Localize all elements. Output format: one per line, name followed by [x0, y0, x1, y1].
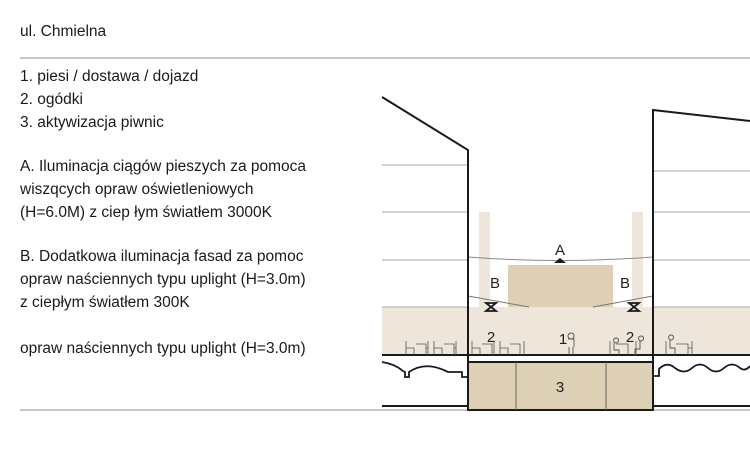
label-b-left: B — [490, 275, 500, 292]
people-icons — [567, 332, 676, 355]
floor-lines — [382, 164, 750, 308]
note-b: B. Dodatkowa iluminacja fasad za pomoc o… — [20, 245, 306, 314]
label-a: A — [555, 242, 565, 259]
basement — [467, 361, 654, 411]
vault-right — [653, 363, 750, 377]
building-right-outline — [652, 108, 750, 410]
legend-item: 2. ogódki — [20, 91, 83, 108]
street-title: ul. Chmielna — [20, 23, 107, 40]
ground-floor-band — [382, 307, 750, 355]
seated-person-icon — [668, 334, 676, 355]
building-left-outline — [381, 96, 469, 410]
pedestrian-icon — [567, 332, 575, 355]
uplight-beam-left — [479, 212, 490, 307]
note-b-line: B. Dodatkowa iluminacja fasad za pomoc — [20, 248, 304, 265]
note-b-line: z ciepłym światłem 300K — [20, 294, 190, 311]
cafe-furniture-icons — [405, 341, 693, 355]
label-b-right: B — [620, 275, 630, 292]
legend-item: 1. piesi / dostawa / dojazd — [20, 68, 199, 85]
label-zone-2-left: 2 — [487, 329, 495, 346]
uplight-beam-right — [632, 212, 643, 307]
note-c: opraw naściennych typu uplight (H=3.0m) — [20, 340, 306, 357]
uplight-fixture-left-icon — [483, 302, 499, 312]
pendant-lamp-icon — [554, 258, 566, 263]
light-ray-right — [592, 295, 654, 308]
label-zone-3: 3 — [556, 379, 564, 396]
pendant-light-area — [508, 265, 613, 307]
note-a: A. Iluminacja ciągów pieszych za pomoca … — [20, 155, 306, 224]
note-a-line: wiszqcych opraw oświetleniowych — [20, 181, 254, 198]
light-ray-left — [467, 295, 530, 308]
note-a-line: (H=6.0M) z ciep łym światłem 3000K — [20, 204, 272, 221]
note-a-line: A. Iluminacja ciągów pieszych za pomoca — [20, 158, 307, 175]
vault-left — [381, 361, 468, 378]
note-b-line: opraw naściennych typu uplight (H=3.0m) — [20, 271, 306, 288]
label-zone-2-right: 2 — [626, 329, 634, 346]
legend-list: 1. piesi / dostawa / dojazd 2. ogódki 3.… — [20, 65, 198, 134]
legend-item: 3. aktywizacja piwnic — [20, 114, 164, 131]
seated-person-icon — [634, 335, 644, 355]
uplight-fixture-right-icon — [626, 302, 642, 312]
seated-person-icon — [613, 337, 620, 355]
label-zone-1: 1 — [559, 331, 567, 348]
